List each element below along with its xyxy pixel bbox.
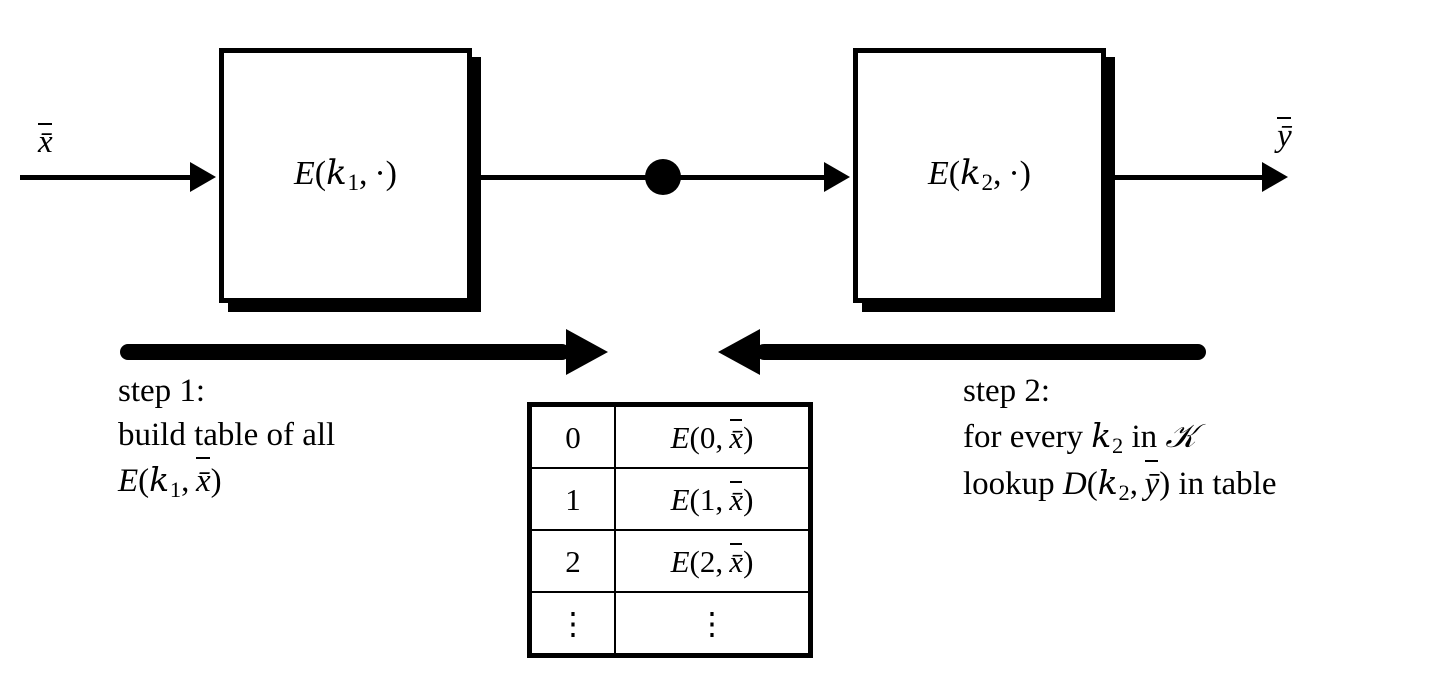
table-value-cell: E(1, x̄) bbox=[614, 467, 812, 531]
table-key-cell: 0 bbox=[528, 403, 616, 469]
table-row: 2 E(2, x̄) bbox=[528, 529, 812, 593]
step-2-arrow-shaft bbox=[756, 344, 1206, 360]
step-2-heading: step 2: bbox=[963, 373, 1051, 409]
table-value-ellipsis: ⋮ bbox=[614, 591, 812, 657]
step-2-caption: step 2: for every k2 in 𝒦 lookup D(k2, y… bbox=[963, 370, 1277, 508]
output-wire bbox=[1106, 175, 1266, 180]
table-key-ellipsis: ⋮ bbox=[528, 591, 616, 657]
table-key-cell: 1 bbox=[528, 467, 616, 531]
input-arrowhead-icon bbox=[190, 162, 216, 192]
step-1-caption: step 1: build table of all E(k1, x̄) bbox=[118, 370, 335, 505]
output-arrowhead-icon bbox=[1262, 162, 1288, 192]
encryption-block-2[interactable]: E(k2, ·) bbox=[853, 48, 1106, 303]
encryption-block-2-label: E(k2, ·) bbox=[928, 152, 1031, 197]
input-wire bbox=[20, 175, 200, 180]
table-value-cell: E(2, x̄) bbox=[614, 529, 812, 593]
encryption-block-1-label: E(k1, ·) bbox=[294, 152, 397, 197]
input-plaintext-label: x̄ bbox=[38, 123, 53, 160]
step-2-arrowhead-icon bbox=[718, 329, 760, 375]
encryption-block-1[interactable]: E(k1, ·) bbox=[219, 48, 472, 303]
precomputed-lookup-table: 0 E(0, x̄) 1 E(1, x̄) 2 E(2, x̄) ⋮ ⋮ bbox=[527, 402, 813, 658]
step-1-arrowhead-icon bbox=[566, 329, 608, 375]
table-value-cell: E(0, x̄) bbox=[614, 403, 812, 469]
step-2-description: for every k2 in 𝒦 bbox=[963, 415, 1197, 459]
intermediate-arrowhead-icon bbox=[824, 162, 850, 192]
table-key-cell: 2 bbox=[528, 529, 616, 593]
step-2-formula: lookup D(k2, ȳ) in table bbox=[963, 460, 1277, 506]
step-1-heading: step 1: bbox=[118, 373, 206, 409]
step-1-arrow-shaft bbox=[120, 344, 570, 360]
table-row: 1 E(1, x̄) bbox=[528, 467, 812, 531]
step-1-formula: E(k1, x̄) bbox=[118, 457, 222, 503]
table-row: 0 E(0, x̄) bbox=[528, 403, 812, 469]
step-1-description: build table of all bbox=[118, 416, 336, 453]
output-ciphertext-label: ȳ bbox=[1277, 117, 1292, 154]
intermediate-value-junction bbox=[645, 159, 681, 195]
table-row: ⋮ ⋮ bbox=[528, 591, 812, 657]
